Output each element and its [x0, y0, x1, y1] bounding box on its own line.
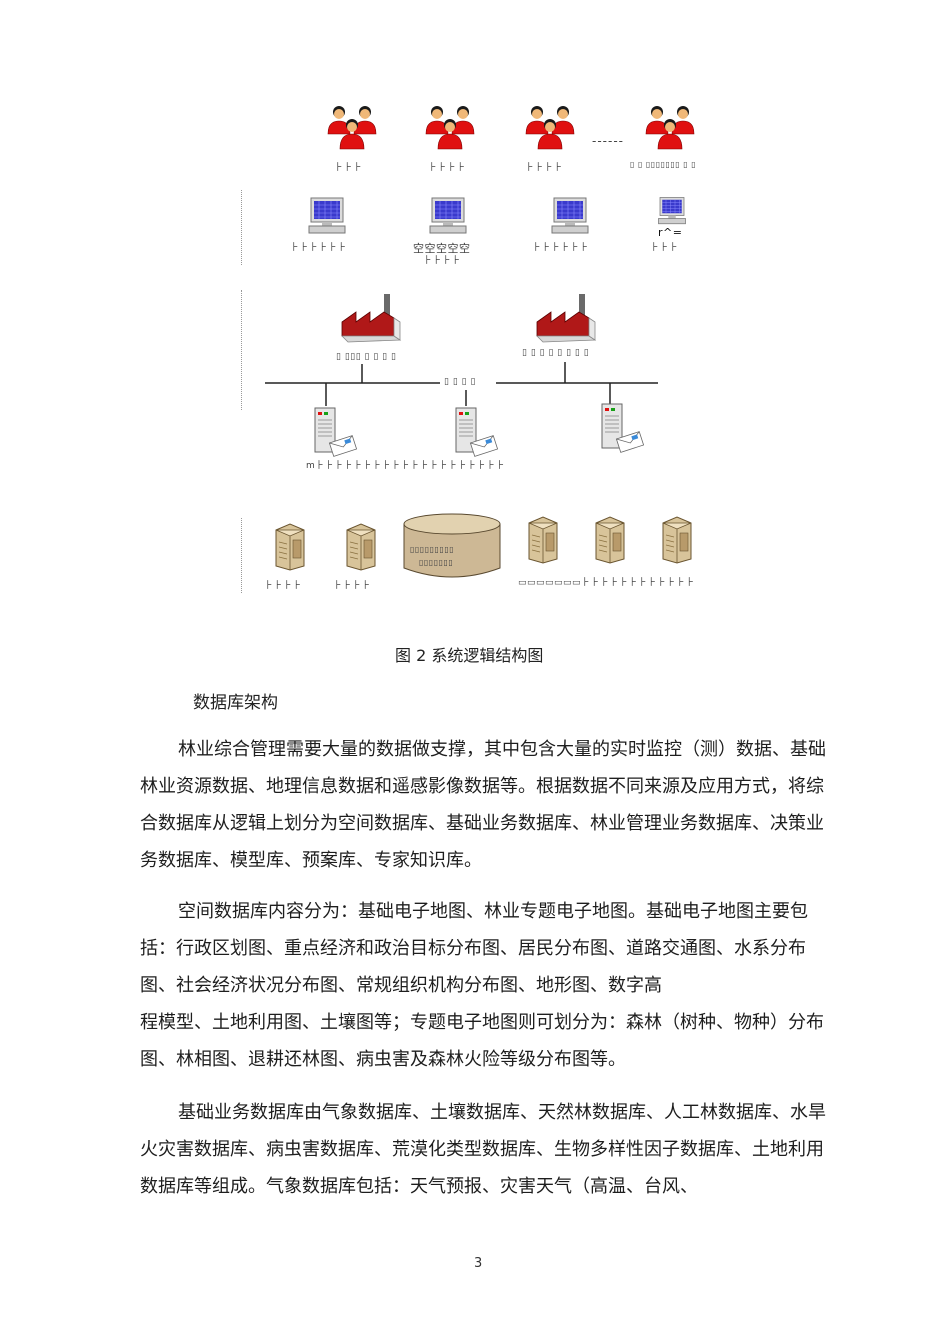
- database-server-icon: [657, 515, 697, 565]
- factory-icon: [533, 292, 597, 344]
- factory-label: ▯ ▯▯▯ ▯ ▯ ▯ ▯: [336, 352, 397, 362]
- workstation-icon: [654, 196, 690, 226]
- database-label: ⺊⺊⺊⺊: [333, 581, 372, 591]
- workstation-icon: [307, 196, 347, 236]
- storage-array-text: ▯▯▯▯▯▯▯▯▯: [410, 545, 455, 554]
- diagram-left-border: [241, 190, 242, 265]
- workstation-label: ⺊⺊⺊: [650, 243, 679, 253]
- body-paragraph: 空间数据库内容分为：基础电子地图、林业专题电子地图。基础电子地图主要包括：行政区…: [140, 893, 840, 1004]
- database-server-icon: [523, 515, 563, 565]
- paragraph-text: 程模型、土地利用图、土壤图等；专题电子地图则可划分为：森林（树种、物种）分布图、…: [140, 1012, 824, 1070]
- page-number: 3: [474, 1256, 483, 1271]
- paragraph-text: 基础业务数据库由气象数据库、土壤数据库、天然林数据库、人工林数据库、水旱火灾害数…: [140, 1102, 826, 1197]
- database-label: ▭▭▭▭▭▭▭⺊⺊⺊⺊⺊⺊⺊⺊⺊⺊⺊⺊: [518, 578, 696, 588]
- user-group-icon: [643, 104, 697, 150]
- storage-array-text: ▯▯▯▯▯▯▯: [419, 558, 454, 567]
- database-server-icon: [341, 522, 381, 572]
- user-group-label: ▯ ▯ ▯▯▯▯▯▯▯ ▯ ▯: [630, 160, 697, 169]
- workstation-label: 空空空空空: [413, 242, 471, 255]
- workstation-label: ⺊⺊⺊⺊⺊⺊: [532, 243, 590, 253]
- body-paragraph: 林业综合管理需要大量的数据做支撑，其中包含大量的实时监控（测）数据、基础林业资源…: [140, 731, 840, 879]
- workstation-label: r^=: [658, 226, 683, 239]
- user-group-label: ⺊⺊⺊⺊: [428, 163, 467, 173]
- workstation-icon: [550, 196, 590, 236]
- workstation-label: ⺊⺊⺊⺊: [423, 256, 462, 266]
- user-group-label: ⺊⺊⺊⺊: [525, 163, 564, 173]
- ellipsis-dash: ------: [592, 134, 624, 148]
- user-group-icon: [423, 104, 477, 150]
- figure-caption: 图 2 系统逻辑结构图: [395, 646, 544, 665]
- database-server-icon: [590, 515, 630, 565]
- storage-array-icon: [403, 513, 501, 578]
- diagram-left-border: [241, 518, 242, 593]
- workstation-label: ⺊⺊⺊⺊⺊⺊: [290, 243, 348, 253]
- server-label: m⺊⺊⺊⺊⺊⺊⺊⺊⺊⺊⺊⺊⺊⺊⺊⺊⺊⺊⺊⺊: [306, 461, 506, 471]
- section-heading: 数据库架构: [193, 693, 278, 713]
- body-paragraph: 基础业务数据库由气象数据库、土壤数据库、天然林数据库、人工林数据库、水旱火灾害数…: [140, 1094, 840, 1205]
- factory-label: ▯ ▯ ▯ ▯ ▯ ▯ ▯ ▯: [522, 348, 590, 358]
- paragraph-text: 林业综合管理需要大量的数据做支撑，其中包含大量的实时监控（测）数据、基础林业资源…: [140, 739, 826, 871]
- user-group-label: ⺊⺊⺊: [334, 163, 363, 173]
- workstation-icon: [428, 196, 468, 236]
- factory-icon: [338, 292, 402, 344]
- server-icon: [450, 406, 498, 458]
- user-group-icon: [325, 104, 379, 150]
- database-label: ⺊⺊⺊⺊: [264, 581, 303, 591]
- body-paragraph: 程模型、土地利用图、土壤图等；专题电子地图则可划分为：森林（树种、物种）分布图、…: [140, 1004, 840, 1078]
- server-icon: [309, 406, 357, 458]
- network-bus: [265, 362, 658, 406]
- diagram-left-border: [241, 290, 242, 410]
- paragraph-text: 空间数据库内容分为：基础电子地图、林业专题电子地图。基础电子地图主要包括：行政区…: [140, 901, 808, 996]
- network-label: ▯ ▯ ▯ ▯: [444, 377, 476, 387]
- user-group-icon: [523, 104, 577, 150]
- database-server-icon: [270, 522, 310, 572]
- server-icon: [596, 402, 644, 454]
